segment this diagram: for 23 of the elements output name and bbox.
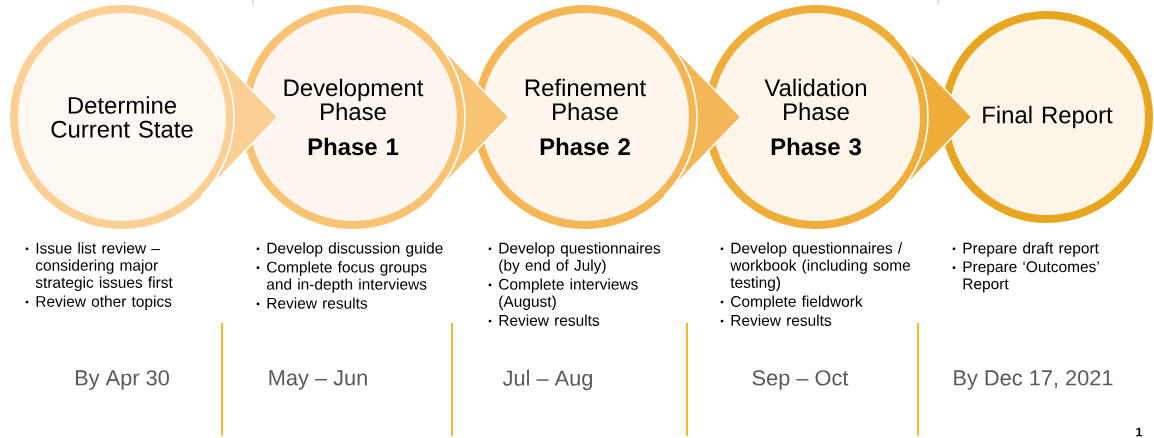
- bullet-item: Prepare draft report: [952, 242, 1099, 257]
- bullet-item: Develop discussion guide: [256, 242, 443, 257]
- chevron-arrow: [200, 37, 279, 197]
- date-label: Sep – Oct: [752, 370, 849, 390]
- page-number: 1: [1136, 427, 1143, 437]
- bullet-item: Review other topics: [25, 295, 172, 310]
- bullet-item: Complete focus groups and in-depth interviews: [256, 261, 427, 293]
- chevron-arrow: [431, 37, 510, 197]
- date-label: By Dec 17, 2021: [954, 370, 1113, 390]
- bullet-item: Prepare ‘Outcomes’ Report: [952, 261, 1099, 293]
- chevron-arrow: [663, 37, 742, 197]
- bullet-item: Review results: [720, 314, 832, 326]
- date-label: Jul – Aug: [502, 369, 592, 391]
- bullet-item: Develop questionnaires / workbook (including some testing): [720, 242, 911, 291]
- bullet-item: Review results: [256, 297, 368, 309]
- chevron-arrow: [894, 37, 973, 197]
- bullet-item: Review results: [488, 314, 600, 326]
- bullet-item: Complete fieldwork: [720, 295, 863, 310]
- date-label: By Apr 30: [75, 370, 169, 390]
- bullet-item: Issue list review – considering major strategic issues first: [25, 242, 173, 291]
- bullet-item: Develop questionnaires (by end of July): [488, 242, 661, 274]
- date-label: May – Jun: [269, 370, 367, 390]
- bullet-item: Complete interviews (August): [488, 278, 638, 310]
